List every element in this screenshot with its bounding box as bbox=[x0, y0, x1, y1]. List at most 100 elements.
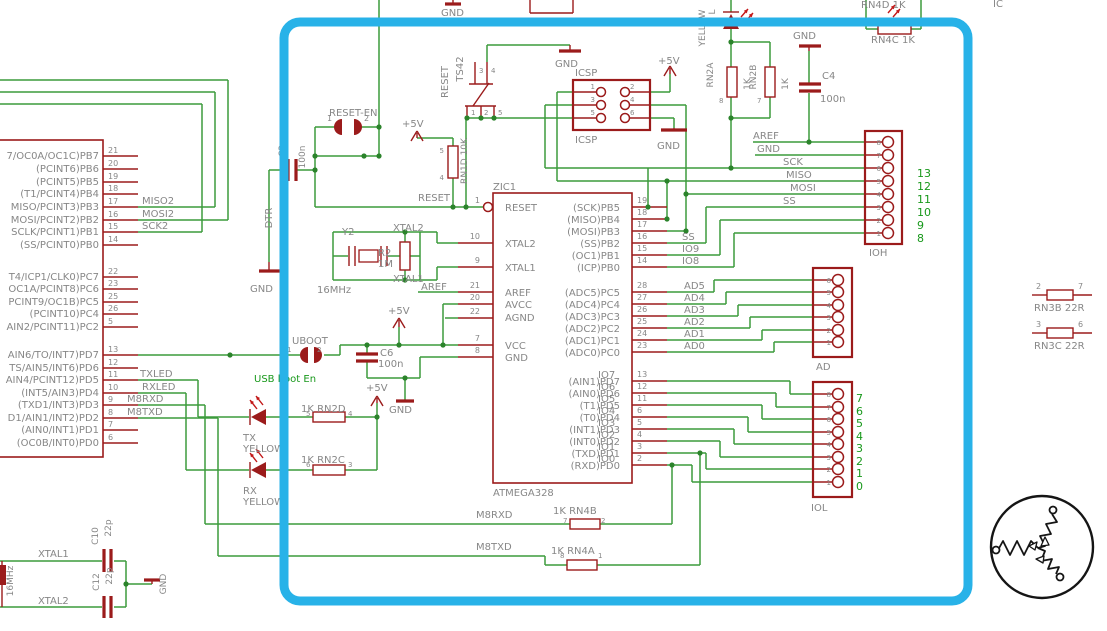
mcu-pin-num-26: 26 bbox=[637, 305, 647, 314]
rn1d-pin-4: 4 bbox=[440, 174, 445, 182]
mcu-pin-num-24: 24 bbox=[637, 329, 647, 338]
arduino-pin-d4: 4 bbox=[856, 430, 863, 443]
rn4b-pin-2: 2 bbox=[601, 517, 605, 525]
supply-5v-icsp: +5V bbox=[658, 56, 680, 67]
part-name-iol: IOL bbox=[811, 503, 828, 514]
mcu-pin-num-7: 7 bbox=[475, 334, 480, 343]
icsp-pin-6: 6 bbox=[630, 109, 635, 117]
junction-dots bbox=[123, 39, 812, 587]
mcu-pin-label-gnd: GND bbox=[505, 353, 528, 364]
connector-pads[interactable] bbox=[482, 86, 895, 489]
gnd-label-switch: GND bbox=[555, 59, 578, 70]
part-name-ioh: IOH bbox=[869, 248, 887, 259]
net-label-io7: IO7 bbox=[598, 370, 615, 381]
arduino-pin-d6: 6 bbox=[856, 405, 863, 418]
gnd-label-icsp: GND bbox=[657, 141, 680, 152]
part-name-rn2c: 1K RN2C bbox=[301, 455, 345, 466]
iol-pin-1: 1 bbox=[827, 479, 831, 487]
led-l-name: L bbox=[708, 9, 718, 14]
part-value-atmega328: ATMEGA328 bbox=[493, 488, 554, 499]
label-ic-partial: IC bbox=[993, 0, 1003, 10]
part-value-ts42: TS42 bbox=[455, 56, 466, 82]
net-label-aref-mcu: AREF bbox=[421, 282, 447, 293]
usb-pin-label-pd0: (OC0B/INT0)PD0 bbox=[17, 438, 99, 449]
usb-pin-num-19: 19 bbox=[108, 172, 118, 181]
mcu-pin-label-pc2: (ADC2)PC2 bbox=[565, 324, 620, 335]
mcu-pin-num-19: 19 bbox=[637, 196, 647, 205]
mcu-pin-num-22: 22 bbox=[470, 307, 480, 316]
mcu-pin-num-1: 1 bbox=[475, 196, 480, 205]
net-label-io0: IO0 bbox=[598, 454, 615, 465]
iol-pin-8: 8 bbox=[827, 391, 831, 399]
mcu-pin-label-pb1: (OC1)PB1 bbox=[572, 251, 620, 262]
mcu-pin-num-25: 25 bbox=[637, 317, 647, 326]
usb-pin-num-6: 6 bbox=[108, 433, 113, 442]
net-label-txled: TXLED bbox=[139, 369, 173, 380]
mcu-pin-num-3: 3 bbox=[637, 442, 642, 451]
selection-box[interactable] bbox=[279, 17, 973, 606]
supply-5v-led: +5V bbox=[366, 383, 388, 394]
usb-pin-label-pb0: (SS/PCINT0)PB0 bbox=[20, 240, 99, 251]
ad-pin-5: 5 bbox=[827, 289, 831, 297]
switch-pin-2: 2 bbox=[484, 109, 488, 117]
mcu-pin-label-pc5: (ADC5)PC5 bbox=[565, 288, 620, 299]
part-name-r2: R2 bbox=[378, 248, 391, 259]
mcu-pin-label-pd1: (TXD)PD1 bbox=[571, 449, 620, 460]
net-label-sck2: SCK2 bbox=[142, 221, 168, 232]
mcu-pin-label-vcc: VCC bbox=[505, 341, 526, 352]
icsp-pin-1: 1 bbox=[591, 83, 595, 91]
mcu-pin-num-16: 16 bbox=[637, 232, 647, 241]
part-name-uboot: UBOOT bbox=[292, 336, 329, 347]
usb-pin-num-17: 17 bbox=[108, 197, 118, 206]
component-symbols[interactable] bbox=[0, 0, 1092, 618]
rn3b-pin-7: 7 bbox=[1078, 282, 1083, 291]
rn3c-pin-6: 6 bbox=[1078, 320, 1083, 329]
iol-pin-2: 2 bbox=[827, 466, 831, 474]
net-label-xtal2-bl: XTAL2 bbox=[38, 596, 69, 607]
mcu-pin-label-pc3: (ADC3)PC3 bbox=[565, 312, 620, 323]
usb-pin-num-8: 8 bbox=[108, 408, 113, 417]
net-label-reset: RESET bbox=[418, 193, 451, 204]
part-name-rn4b: 1K RN4B bbox=[553, 506, 597, 517]
usb-pin-label-pd1: (AIN0/INT1)PD1 bbox=[21, 425, 99, 436]
part-name-rn2d: 1K RN2D bbox=[301, 404, 346, 415]
usb-pin-num-10: 10 bbox=[108, 383, 118, 392]
part-value-rn2b: 1K bbox=[781, 77, 791, 90]
usb-pin-label-pb1: SCLK/PCINT1)PB1 bbox=[11, 227, 99, 238]
mcu-pin-num-27: 27 bbox=[637, 293, 647, 302]
icsp-pin-4: 4 bbox=[630, 96, 635, 104]
usb-pin-label-pb4: (T1/PCINT4)PB4 bbox=[20, 189, 99, 200]
net-label-ad5: AD5 bbox=[684, 281, 705, 292]
mcu-pin-label-avcc: AVCC bbox=[505, 300, 532, 311]
reset-en-pin-1: 1 bbox=[327, 114, 332, 123]
mcu-pin-label-reset: RESET bbox=[505, 203, 538, 214]
ioh-pin-8: 8 bbox=[877, 139, 881, 147]
part-name-rn4c: RN4C 1K bbox=[871, 35, 915, 46]
usb-pin-num-11: 11 bbox=[108, 370, 118, 379]
rn3b-pin-2: 2 bbox=[1036, 282, 1041, 291]
arduino-pin-13: 13 bbox=[917, 167, 931, 180]
part-name-rn4a: 1K RN4A bbox=[551, 546, 595, 557]
net-wires[interactable] bbox=[0, 0, 922, 608]
mcu-pin-label-aref: AREF bbox=[505, 288, 531, 299]
arduino-pin-9: 9 bbox=[917, 219, 924, 232]
usb-pin-num-9: 9 bbox=[108, 395, 113, 404]
schematic-labels: 7/OC0A/OC1C)PB7(PCINT6)PB6(PCINT5)PB5(T1… bbox=[6, 0, 1085, 607]
part-name-reset-switch: RESET bbox=[440, 65, 451, 98]
arduino-pin-d2: 2 bbox=[856, 455, 863, 468]
net-label-xtal1-bl: XTAL1 bbox=[38, 549, 69, 560]
ioh-pin-6: 6 bbox=[877, 165, 882, 173]
uboot-pin-2: 2 bbox=[317, 346, 321, 354]
ioh-pin-3: 3 bbox=[877, 204, 881, 212]
gnd-label-bl: GND bbox=[159, 574, 169, 595]
mcu-pin-label-pd6: (AIN0)PD6 bbox=[568, 389, 620, 400]
arduino-pin-d1: 1 bbox=[856, 467, 863, 480]
gnd-label-c6: GND bbox=[389, 405, 412, 416]
ioh-pin-2: 2 bbox=[877, 217, 881, 225]
mcu-pin-label-pb5: (SCK)PB5 bbox=[573, 203, 620, 214]
mcu-pin-num-6: 6 bbox=[637, 406, 642, 415]
usb-pin-label-pd5: AIN4/PCINT12)PD5 bbox=[6, 375, 99, 386]
mcu-pin-label-pd2: (INT0)PD2 bbox=[569, 437, 620, 448]
arduino-pin-11: 11 bbox=[917, 193, 931, 206]
